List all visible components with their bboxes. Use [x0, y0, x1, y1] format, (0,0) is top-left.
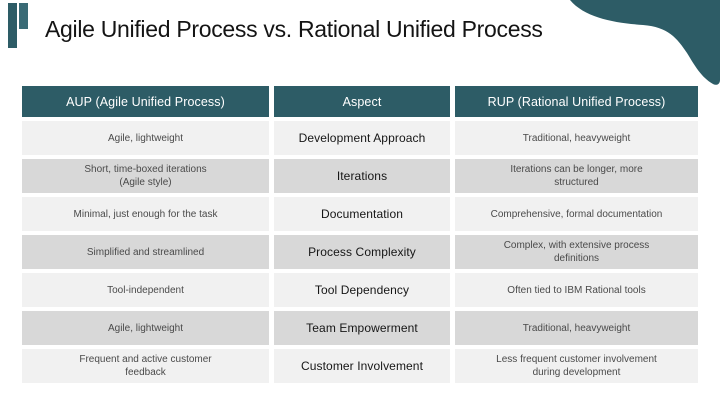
cell-aup-iterations: Short, time-boxed iterations (Agile styl…: [22, 159, 269, 193]
cell-aup-team-empowerment: Agile, lightweight: [22, 311, 269, 345]
cell-aup-process-complexity: Simplified and streamlined: [22, 235, 269, 269]
column-header-rup: RUP (Rational Unified Process): [455, 86, 698, 117]
title-accent-bar-tall: [8, 3, 17, 48]
cell-aup-tool-dependency: Tool-independent: [22, 273, 269, 307]
cell-rup-process-complexity: Complex, with extensive process definiti…: [455, 235, 698, 269]
column-header-aup: AUP (Agile Unified Process): [22, 86, 269, 117]
column-header-aspect: Aspect: [274, 86, 450, 117]
cell-rup-development-approach: Traditional, heavyweight: [455, 121, 698, 155]
cell-rup-customer-involvement: Less frequent customer involvement durin…: [455, 349, 698, 383]
cell-rup-iterations: Iterations can be longer, more structure…: [455, 159, 698, 193]
cell-aup-development-approach: Agile, lightweight: [22, 121, 269, 155]
cell-aspect-documentation: Documentation: [274, 197, 450, 231]
cell-rup-tool-dependency: Often tied to IBM Rational tools: [455, 273, 698, 307]
cell-aspect-development-approach: Development Approach: [274, 121, 450, 155]
cell-aspect-process-complexity: Process Complexity: [274, 235, 450, 269]
cell-aup-documentation: Minimal, just enough for the task: [22, 197, 269, 231]
title-accent-bar-short: [19, 3, 28, 29]
cell-aspect-tool-dependency: Tool Dependency: [274, 273, 450, 307]
cell-aspect-customer-involvement: Customer Involvement: [274, 349, 450, 383]
cell-aspect-iterations: Iterations: [274, 159, 450, 193]
cell-rup-team-empowerment: Traditional, heavyweight: [455, 311, 698, 345]
page-title: Agile Unified Process vs. Rational Unifi…: [45, 16, 543, 42]
cell-rup-documentation: Comprehensive, formal documentation: [455, 197, 698, 231]
cell-aup-customer-involvement: Frequent and active customer feedback: [22, 349, 269, 383]
comparison-table: AUP (Agile Unified Process) Aspect RUP (…: [22, 86, 698, 383]
cell-aspect-team-empowerment: Team Empowerment: [274, 311, 450, 345]
corner-blob-decoration: [570, 0, 720, 85]
